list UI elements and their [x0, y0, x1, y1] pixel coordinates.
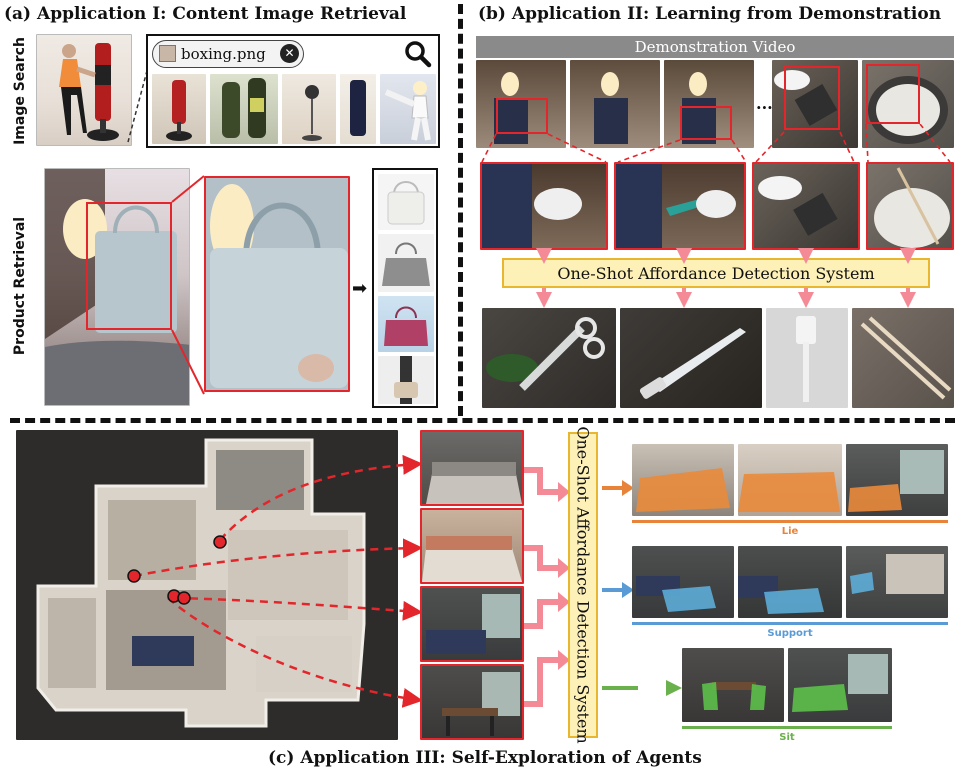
- support-label: Support: [767, 628, 813, 639]
- sit-underline: [682, 726, 892, 729]
- room-to-system-arrows: [524, 467, 570, 707]
- query-filename: boxing.png: [181, 45, 266, 63]
- lie-underline: [632, 520, 948, 523]
- image-search-label: Image Search: [12, 37, 28, 145]
- product-retrieval-label-wrap: Product Retrieval: [8, 168, 32, 408]
- room-view-2: [420, 508, 524, 584]
- demo-zoom-connectors: [481, 124, 951, 163]
- zoom-connector-lines: [171, 175, 205, 395]
- room-view-1: [420, 430, 524, 506]
- exploration-paths: [127, 454, 423, 708]
- app2-title: (b) Application II: Learning from Demons…: [478, 4, 942, 24]
- result-bag-white[interactable]: [378, 174, 434, 230]
- image-search-box[interactable]: boxing.png ✕: [146, 34, 440, 148]
- result-speed-bag[interactable]: [282, 74, 336, 144]
- support-result-1: [632, 546, 734, 618]
- sit-result-1: [682, 648, 784, 722]
- result-punching-bag-1[interactable]: [152, 74, 206, 144]
- sit-label: Sit: [779, 732, 795, 743]
- lie-result-2: [738, 444, 842, 516]
- image-search-label-wrap: Image Search: [8, 37, 32, 148]
- sit-arrow-head: [666, 680, 682, 696]
- demo-frame-2: [570, 60, 660, 148]
- demo-frame-3: [664, 60, 754, 148]
- demo-affordance-system: One-Shot Affordance Detection System: [502, 258, 930, 288]
- category-arrows: [602, 480, 638, 690]
- app1-title: (a) Application I: Content Image Retriev…: [4, 4, 407, 24]
- exploration-affordance-system: One-Shot Affordance Detection System: [568, 426, 598, 744]
- support-result-3: [846, 546, 948, 618]
- product-retrieval-label: Product Retrieval: [12, 216, 28, 356]
- demo-highlight-1: [496, 98, 548, 134]
- query-chip[interactable]: boxing.png ✕: [152, 40, 304, 68]
- room-view-3: [420, 586, 524, 662]
- product-zoom-view: [204, 176, 350, 392]
- support-result-2: [738, 546, 842, 618]
- tool-knife: [620, 308, 762, 408]
- vertical-separator: [458, 4, 463, 416]
- demo-frame-4: [772, 60, 858, 148]
- demo-frame-5: [862, 60, 954, 148]
- app3-title: (c) Application III: Self-Exploration of…: [268, 748, 702, 768]
- support-underline: [632, 622, 948, 625]
- lie-label: Lie: [781, 526, 799, 537]
- tool-spatula: [766, 308, 848, 408]
- demo-zoom-4: [866, 162, 954, 250]
- search-icon[interactable]: [404, 40, 432, 68]
- demo-output-arrows: [536, 248, 916, 308]
- demo-highlight-2: [680, 106, 732, 140]
- product-results-panel: [372, 168, 438, 408]
- tool-scissors: [482, 308, 616, 408]
- result-bag-model[interactable]: [378, 356, 434, 404]
- result-bag-pink[interactable]: [378, 296, 434, 352]
- query-image-boxer: [36, 34, 132, 146]
- sit-result-2: [788, 648, 892, 722]
- floor-plan-map: [16, 430, 398, 740]
- product-highlight-box: [86, 202, 172, 330]
- lie-result-1: [632, 444, 734, 516]
- thumbnail-icon: [159, 45, 176, 62]
- lie-result-3: [846, 444, 948, 516]
- result-hanging-bag[interactable]: [340, 74, 376, 144]
- demo-zoom-3: [752, 162, 860, 250]
- arrow-right-icon: ➡: [352, 278, 368, 299]
- demo-highlight-4: [866, 64, 920, 124]
- product-video-frame: [44, 168, 190, 406]
- exploration-system-label: One-Shot Affordance Detection System: [573, 426, 593, 744]
- clear-icon[interactable]: ✕: [280, 44, 299, 63]
- result-kicking-person[interactable]: [380, 74, 436, 144]
- demo-ellipsis: ...: [756, 94, 773, 113]
- tool-chopsticks: [852, 308, 954, 408]
- demo-video-header: Demonstration Video: [476, 36, 954, 58]
- result-punching-bag-2[interactable]: [210, 74, 278, 144]
- demo-zoom-1: [480, 162, 608, 250]
- room-view-4: [420, 664, 524, 740]
- demo-zoom-2: [614, 162, 746, 250]
- result-bag-grey[interactable]: [378, 234, 434, 292]
- demo-highlight-3: [784, 66, 840, 130]
- horizontal-separator: [10, 418, 955, 423]
